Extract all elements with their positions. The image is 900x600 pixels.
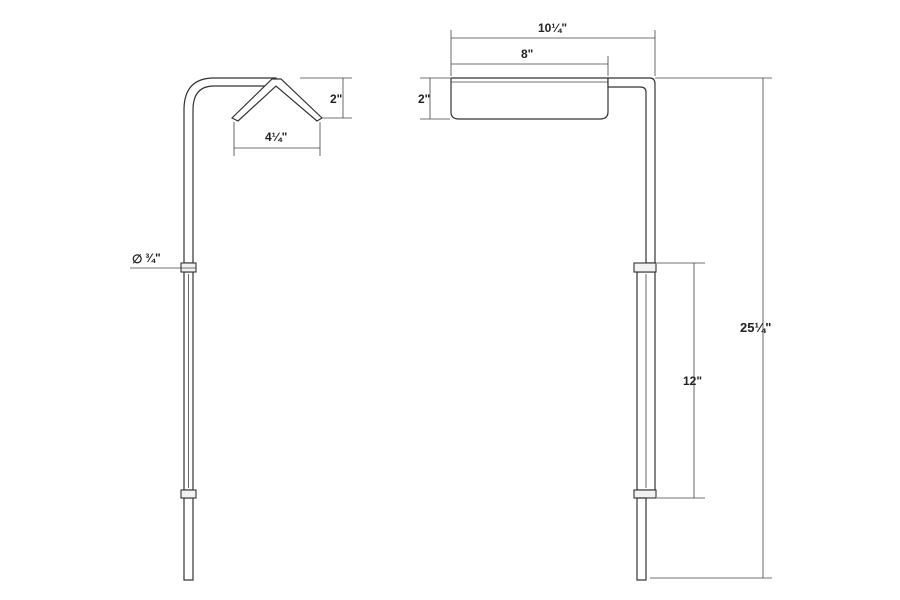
overall-height-label: 25¼" <box>740 320 771 335</box>
overall-height-dimension <box>650 77 772 579</box>
side-head-width-label: 4¼" <box>265 130 287 144</box>
side-view <box>180 77 323 581</box>
stem-diameter-label: ¾" <box>145 251 161 265</box>
front-shade <box>450 77 609 120</box>
front-lower-rod <box>636 497 647 581</box>
side-head-chevron <box>230 78 323 122</box>
side-lower-rod <box>183 497 194 581</box>
side-head-height-label: 2" <box>330 92 342 106</box>
side-stem <box>183 77 277 264</box>
side-ring-top <box>180 262 197 273</box>
front-ring-bottom <box>633 489 657 499</box>
front-shade-height-label: 2" <box>418 92 430 106</box>
side-head-width-dimension <box>233 122 321 156</box>
side-ring-bottom <box>180 489 197 499</box>
front-arm <box>607 77 656 264</box>
side-head-height-dimension <box>300 77 352 119</box>
bar-length-label: 12" <box>683 374 702 388</box>
bar-length-dimension <box>657 262 705 499</box>
front-shade-width-dimension <box>451 56 609 76</box>
front-shade-width-label: 8" <box>521 47 533 61</box>
front-overall-width-dimension <box>450 30 656 76</box>
diameter-symbol: ∅ <box>132 252 142 266</box>
front-shade-height-dimension <box>420 77 450 120</box>
front-overall-width-label: 10¼" <box>538 21 567 35</box>
front-view <box>450 77 657 581</box>
front-ring-top <box>633 262 657 273</box>
